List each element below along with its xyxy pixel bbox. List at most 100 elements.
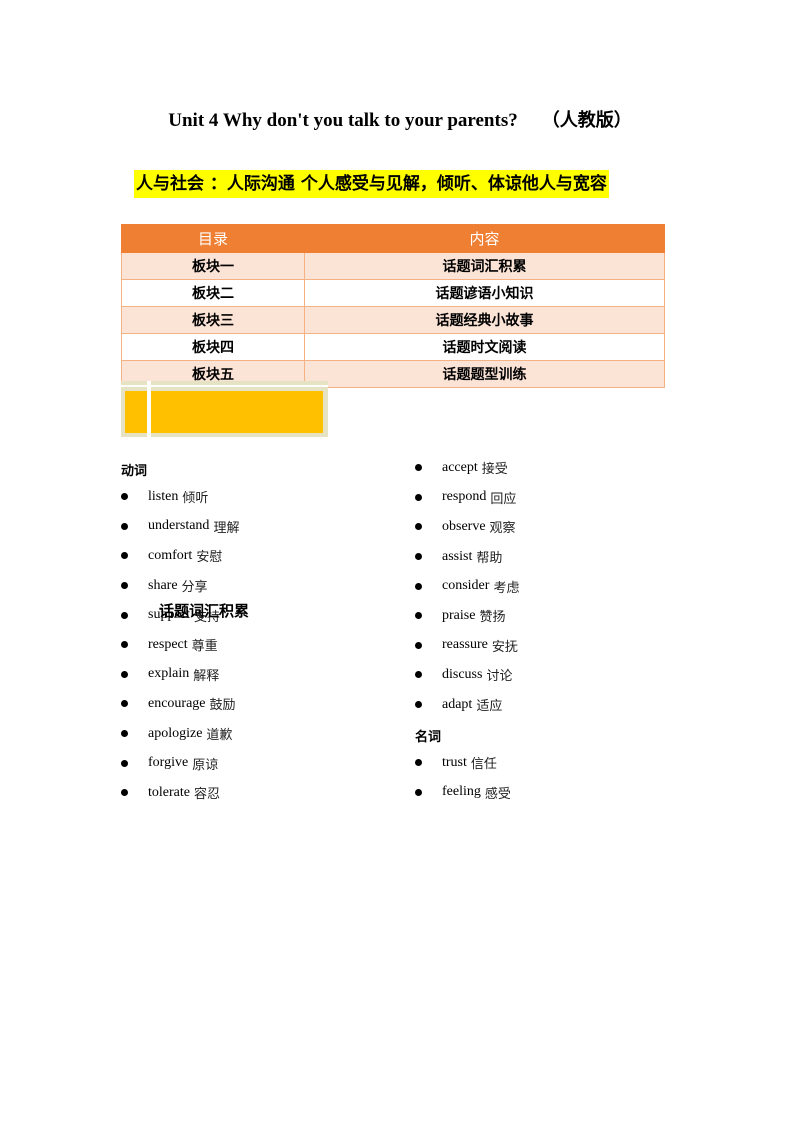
section-cell: 板块二 (121, 279, 305, 307)
page-title: Unit 4 Why don't you talk to your parent… (0, 106, 800, 132)
bullet-icon (415, 701, 422, 709)
title-text: Unit 4 Why don't you talk to your parent… (168, 110, 518, 131)
word-en: comfort (148, 547, 193, 563)
bullet-icon (415, 641, 422, 649)
table-row: 板块一 话题词汇积累 (121, 252, 665, 280)
word-zh: 接受 (481, 462, 508, 478)
word-zh: 考虑 (493, 580, 520, 596)
word-en: trust (442, 754, 467, 770)
table-row: 板块四 话题时文阅读 (121, 333, 665, 361)
word-en: discuss (442, 666, 483, 682)
word-zh: 尊重 (191, 639, 218, 655)
word-en: accept (442, 459, 478, 475)
word-en: tolerate (148, 784, 190, 800)
bullet-icon (121, 789, 128, 797)
word-en: understand (148, 518, 210, 534)
word-en: observe (442, 518, 486, 534)
content-cell: 话题谚语小知识 (304, 279, 665, 307)
word-zh: 容忍 (193, 787, 220, 803)
table-row: 板块二 话题谚语小知识 (121, 279, 665, 307)
bullet-icon (415, 582, 422, 590)
verbs-heading: 动词 (121, 464, 148, 479)
word-en: adapt (442, 696, 473, 712)
word-zh: 适应 (476, 699, 503, 715)
section-banner (121, 381, 328, 437)
word-en: explain (148, 666, 190, 682)
word-zh: 解释 (193, 668, 220, 684)
bullet-icon (121, 730, 128, 738)
section-cell: 板块一 (121, 252, 305, 280)
bullet-icon (415, 493, 422, 501)
word-zh: 回应 (490, 491, 517, 507)
content-cell: 话题题型训练 (304, 360, 665, 388)
bullet-icon (415, 612, 422, 620)
word-zh: 支持 (194, 609, 221, 625)
word-zh: 信任 (470, 757, 497, 773)
section-cell: 板块四 (121, 333, 305, 361)
word-en: consider (442, 578, 490, 594)
bullet-icon (121, 552, 128, 560)
bullet-icon (121, 493, 128, 501)
word-en: forgive (148, 755, 189, 771)
bullet-icon (415, 523, 422, 531)
edition-label: （人教版） (541, 110, 632, 131)
column-header-catalog: 目录 (121, 224, 305, 253)
content-cell: 话题经典小故事 (304, 306, 665, 334)
bullet-icon (121, 641, 128, 649)
word-zh: 安抚 (491, 639, 518, 655)
table-header-row: 目录 内容 (121, 224, 665, 253)
word-zh: 理解 (213, 520, 240, 536)
word-en: praise (442, 607, 476, 623)
word-zh: 鼓励 (209, 698, 236, 714)
word-en: support (148, 607, 190, 623)
bullet-icon (415, 553, 422, 561)
bullet-icon (121, 759, 128, 767)
word-en: apologize (148, 725, 203, 741)
bullet-icon (121, 582, 128, 590)
word-zh: 倾听 (182, 491, 209, 507)
nouns-heading: 名词 (415, 730, 442, 745)
word-en: encourage (148, 695, 206, 711)
word-zh: 观察 (489, 521, 516, 537)
word-zh: 道歉 (206, 728, 233, 744)
word-zh: 安慰 (196, 550, 223, 566)
bullet-icon (415, 464, 422, 472)
bullet-icon (415, 671, 422, 679)
bullet-icon (415, 788, 422, 796)
table-row: 板块三 话题经典小故事 (121, 306, 665, 334)
contents-table: 目录 内容 板块一 话题词汇积累 板块二 话题谚语小知识 板块三 话题经典小故事… (121, 224, 665, 388)
word-en: share (148, 577, 178, 593)
theme-highlight: 人与社会 ：人际沟通 个人感受与见解，倾听、体谅他人与宽容 (134, 170, 609, 198)
word-zh: 原谅 (192, 757, 219, 773)
word-en: listen (148, 488, 179, 504)
content-cell: 话题时文阅读 (304, 333, 665, 361)
word-en: reassure (442, 637, 488, 653)
word-en: respect (148, 636, 188, 652)
word-zh: 感受 (484, 786, 511, 802)
bullet-icon (121, 611, 128, 619)
bullet-icon (415, 759, 422, 767)
